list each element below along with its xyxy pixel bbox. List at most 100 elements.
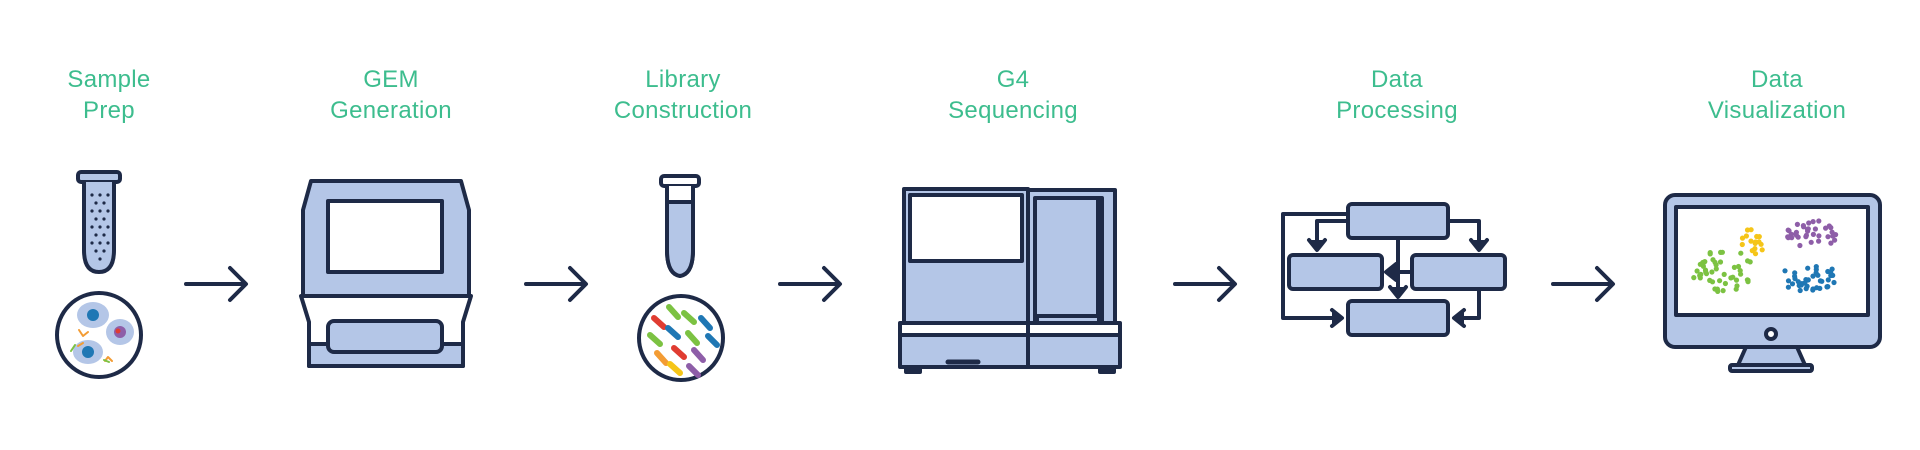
scatter-point [1785, 227, 1791, 233]
step-label-line2: Visualization [1707, 97, 1847, 124]
scatter-point [1731, 264, 1737, 270]
scatter-point [1718, 249, 1724, 255]
step-label-g4-sequencing: G4 Sequencing [893, 64, 1133, 126]
scatter-point [1709, 269, 1715, 275]
tube-library-icon [637, 174, 725, 382]
arrow-right-icon [1173, 266, 1237, 302]
scatter-point [1803, 286, 1809, 292]
scatter-point [1810, 231, 1816, 237]
scatter-point [1754, 233, 1760, 240]
scatter-point [1797, 287, 1803, 294]
step-label-line2: Generation [330, 97, 452, 124]
scatter-point [1831, 279, 1837, 286]
scatter-point [1715, 288, 1721, 294]
scatter-point [1717, 259, 1724, 265]
scatter-point [1826, 223, 1832, 229]
step-label-line1: Library [645, 66, 721, 93]
arrow-right-icon [1551, 266, 1615, 302]
scatter-point [1794, 221, 1800, 227]
scatter-point [1737, 268, 1743, 274]
gem-instrument-icon [299, 179, 473, 368]
scatter-point [1698, 271, 1704, 277]
sequencer-icon [898, 187, 1122, 374]
scatter-point [1829, 229, 1835, 235]
scatter-point [1758, 241, 1764, 247]
step-label-sample-prep: Sample Prep [0, 64, 229, 126]
scatter-point [1803, 232, 1809, 238]
scatter-point [1788, 231, 1794, 237]
arrow-right-icon [524, 266, 588, 302]
scatter-point [1745, 258, 1751, 264]
scatter-point [1828, 240, 1834, 246]
arrow-right-icon [184, 266, 248, 302]
scatter-point [1752, 246, 1758, 252]
tube-cells-icon [55, 170, 143, 379]
scatter-point [1743, 233, 1749, 239]
scatter-point [1785, 234, 1791, 240]
monitor-scatter-icon [1663, 193, 1882, 373]
scatter-point [1785, 278, 1792, 284]
scatter-point [1825, 277, 1831, 283]
scatter-point [1789, 281, 1796, 287]
scatter-point [1785, 284, 1791, 290]
scatter-point [1739, 241, 1745, 248]
step-label-line1: Data [1371, 66, 1423, 93]
scatter-point [1745, 279, 1751, 285]
scatter-point [1793, 231, 1799, 237]
scatter-plot [1691, 218, 1839, 294]
scatter-point [1813, 264, 1819, 270]
scatter-point [1703, 269, 1709, 275]
scatter-point [1691, 275, 1697, 281]
scatter-point [1824, 284, 1830, 290]
scatter-point [1739, 235, 1746, 241]
step-label-line1: Sample [67, 66, 151, 93]
scatter-point [1810, 219, 1816, 225]
scatter-point [1722, 280, 1728, 287]
scatter-point [1830, 272, 1836, 278]
scatter-point [1832, 237, 1838, 243]
scatter-point [1728, 275, 1734, 281]
scatter-point [1816, 233, 1822, 239]
scatter-point [1709, 279, 1716, 285]
scatter-point [1707, 250, 1713, 256]
scatter-point [1713, 266, 1719, 272]
flowchart-icon [1281, 202, 1507, 337]
arrow-right-icon [778, 266, 842, 302]
step-label-data-visualization: Data Visualization [1657, 64, 1897, 126]
scatter-point [1752, 251, 1759, 257]
scatter-point [1748, 238, 1754, 244]
scatter-point [1798, 282, 1804, 288]
scatter-point [1744, 227, 1751, 233]
step-label-line1: G4 [996, 66, 1030, 93]
scatter-point [1694, 268, 1700, 274]
step-label-line2: Sequencing [948, 97, 1078, 124]
scatter-point [1806, 220, 1812, 226]
step-label-line1: Data [1751, 66, 1803, 93]
scatter-point [1810, 273, 1816, 279]
scatter-point [1819, 278, 1825, 284]
scatter-point [1805, 226, 1811, 232]
scatter-point [1808, 239, 1814, 245]
scatter-point [1717, 278, 1723, 284]
scatter-point [1700, 259, 1706, 266]
scatter-point [1733, 277, 1740, 283]
scatter-point [1759, 247, 1765, 253]
scatter-point [1825, 234, 1831, 240]
scatter-point [1812, 226, 1818, 232]
scatter-point [1792, 273, 1798, 279]
step-label-line1: GEM [363, 66, 419, 93]
scatter-point [1738, 250, 1744, 256]
scatter-point [1801, 224, 1807, 230]
scatter-point [1734, 283, 1740, 289]
scatter-point [1797, 242, 1803, 249]
scatter-point [1816, 238, 1822, 244]
step-label-line2: Prep [83, 97, 135, 124]
scatter-point [1710, 257, 1716, 263]
scatter-point [1816, 218, 1822, 224]
scatter-point [1782, 268, 1788, 274]
step-label-gem-generation: GEM Generation [271, 64, 511, 126]
step-label-data-processing: Data Processing [1277, 64, 1517, 126]
scatter-point [1721, 271, 1727, 277]
scatter-point [1735, 263, 1742, 270]
